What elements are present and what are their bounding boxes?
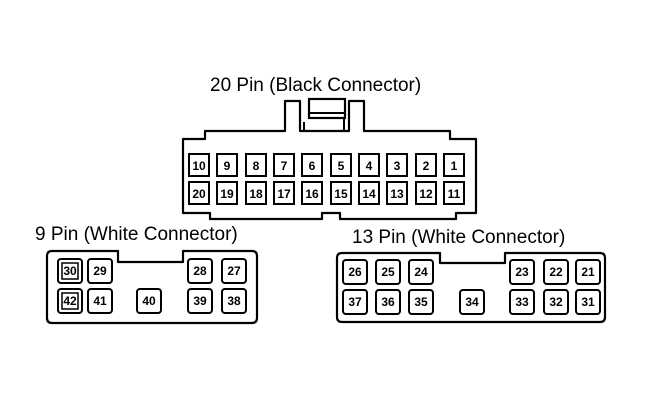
pin-label: 17 <box>277 187 291 201</box>
pin-label: 31 <box>581 295 595 309</box>
pin-label: 29 <box>93 264 107 278</box>
pin-42: 42 <box>57 288 83 314</box>
pin-35: 35 <box>408 289 434 315</box>
pin-label: 37 <box>348 295 362 309</box>
pin-2: 2 <box>415 153 437 177</box>
pin-label: 39 <box>193 294 207 308</box>
pin-24: 24 <box>408 259 434 285</box>
connector-20-pin-title: 20 Pin (Black Connector) <box>210 75 421 96</box>
pin-10: 10 <box>188 153 210 177</box>
pin-label: 40 <box>142 294 156 308</box>
pin-label: 41 <box>93 294 107 308</box>
pin-29: 29 <box>87 258 113 284</box>
pin-28: 28 <box>187 258 213 284</box>
pin-label: 42 <box>63 294 77 308</box>
connector-20-row-2: 20 19 18 17 16 15 14 13 12 11 <box>188 181 465 205</box>
pin-label: 9 <box>224 159 231 173</box>
pin-32: 32 <box>543 289 569 315</box>
pin-label: 11 <box>448 187 461 201</box>
pin-14: 14 <box>358 181 380 205</box>
pin-label: 3 <box>394 159 401 173</box>
pin-label: 22 <box>549 265 563 279</box>
pin-label: 28 <box>193 264 207 278</box>
pin-label: 19 <box>220 187 234 201</box>
pin-19: 19 <box>216 181 238 205</box>
pin-5: 5 <box>330 153 352 177</box>
pin-21: 21 <box>575 259 601 285</box>
pin-34: 34 <box>459 289 485 315</box>
connector-20-latch <box>307 97 347 120</box>
pin-38: 38 <box>221 288 247 314</box>
connector-20-row-1: 10 9 8 7 6 5 4 3 2 1 <box>188 153 465 177</box>
pin-label: 18 <box>249 187 263 201</box>
pin-18: 18 <box>245 181 267 205</box>
pin-1: 1 <box>443 153 465 177</box>
pin-31: 31 <box>575 289 601 315</box>
pin-label: 36 <box>381 295 395 309</box>
pin-label: 4 <box>366 159 373 173</box>
pin-15: 15 <box>330 181 352 205</box>
connector-9-pin-title: 9 Pin (White Connector) <box>35 224 238 245</box>
pin-label: 10 <box>192 159 206 173</box>
pin-label: 21 <box>581 265 595 279</box>
pin-6: 6 <box>301 153 323 177</box>
pin-13: 13 <box>386 181 408 205</box>
connector-20-pin-black: 20 Pin (Black Connector) 10 9 8 7 6 5 4 … <box>181 75 478 221</box>
pin-label: 7 <box>281 159 288 173</box>
pin-label: 33 <box>515 295 529 309</box>
pin-label: 27 <box>227 264 241 278</box>
pin-label: 6 <box>309 159 316 173</box>
pin-label: 15 <box>334 187 348 201</box>
pin-30: 30 <box>57 258 83 284</box>
pin-label: 2 <box>423 159 430 173</box>
pin-label: 38 <box>227 294 241 308</box>
pin-label: 16 <box>305 187 319 201</box>
pin-11: 11 <box>443 181 465 205</box>
pin-label: 5 <box>338 159 345 173</box>
pin-40: 40 <box>136 288 162 314</box>
pin-39: 39 <box>187 288 213 314</box>
pin-37: 37 <box>342 289 368 315</box>
pin-label: 8 <box>253 159 260 173</box>
connector-13-body <box>335 251 607 324</box>
pin-20: 20 <box>188 181 210 205</box>
pin-label: 25 <box>381 265 395 279</box>
pin-25: 25 <box>375 259 401 285</box>
pin-label: 35 <box>414 295 428 309</box>
connector-20-body <box>181 99 478 221</box>
pin-label: 23 <box>515 265 529 279</box>
pin-label: 20 <box>192 187 206 201</box>
connector-9-pin-white: 9 Pin (White Connector) 30 29 28 27 42 4… <box>35 224 259 325</box>
pin-label: 34 <box>465 295 479 309</box>
pin-label: 26 <box>348 265 362 279</box>
pin-8: 8 <box>245 153 267 177</box>
pin-9: 9 <box>216 153 238 177</box>
pin-22: 22 <box>543 259 569 285</box>
pin-label: 13 <box>390 187 404 201</box>
connector-9-body <box>45 249 259 325</box>
pin-27: 27 <box>221 258 247 284</box>
pin-label: 24 <box>414 265 428 279</box>
pin-26: 26 <box>342 259 368 285</box>
pin-12: 12 <box>415 181 437 205</box>
pin-label: 32 <box>549 295 563 309</box>
connector-13-pin-white: 13 Pin (White Connector) 26 25 24 23 22 … <box>335 227 607 324</box>
pin-33: 33 <box>509 289 535 315</box>
pin-label: 14 <box>362 187 376 201</box>
pin-41: 41 <box>87 288 113 314</box>
pin-3: 3 <box>386 153 408 177</box>
pin-17: 17 <box>273 181 295 205</box>
pin-label: 12 <box>419 187 433 201</box>
pin-36: 36 <box>375 289 401 315</box>
pin-label: 1 <box>451 159 458 173</box>
pin-23: 23 <box>509 259 535 285</box>
pin-label: 30 <box>63 264 77 278</box>
pin-4: 4 <box>358 153 380 177</box>
pin-7: 7 <box>273 153 295 177</box>
pin-16: 16 <box>301 181 323 205</box>
connector-13-pin-title: 13 Pin (White Connector) <box>352 227 565 248</box>
